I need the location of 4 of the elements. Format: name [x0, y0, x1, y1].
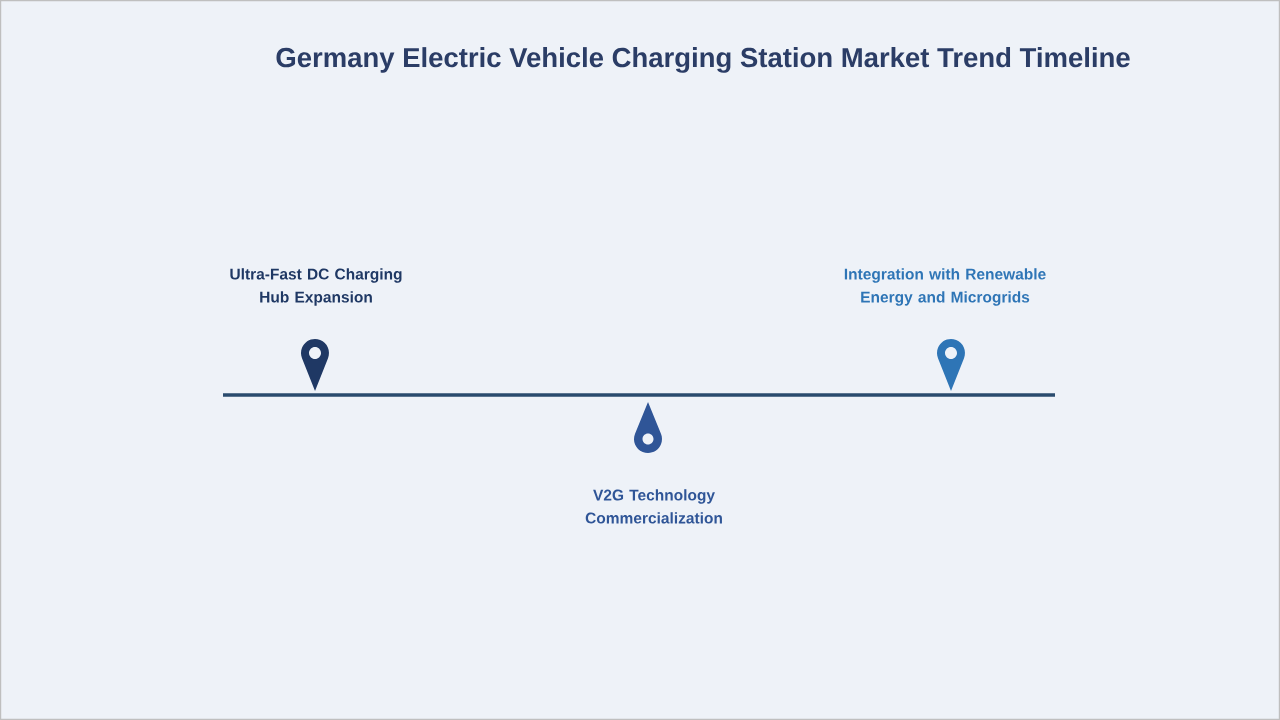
milestone-label: V2G Technology Commercialization: [585, 489, 722, 524]
milestone-label: Integration with Renewable Energy and Microgrids: [844, 268, 1046, 306]
milestone-label: Ultra-Fast DC Charging Hub Expansion: [230, 268, 402, 306]
title: Germany Electric Vehicle Charging Station Market Trend Timeline: [276, 47, 1130, 73]
